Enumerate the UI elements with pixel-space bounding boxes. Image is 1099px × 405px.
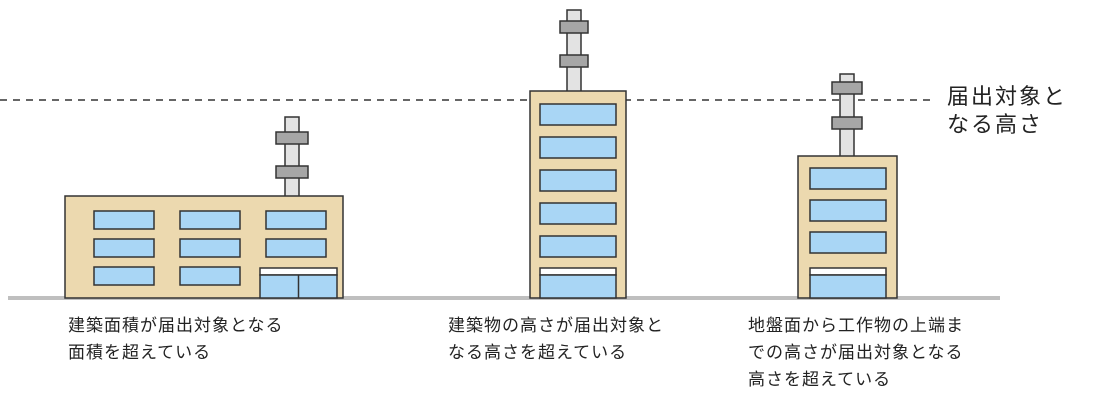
structure-building	[797, 73, 898, 299]
tall-building	[529, 9, 627, 299]
window-column	[809, 167, 887, 254]
window-column	[539, 103, 617, 258]
caption-tall-building: 建築物の高さが届出対象と なる高さを超えている	[448, 316, 664, 363]
caption-structure-building: 地盤面から工作物の上端ま での高さが届出対象となる 高さを超えている	[748, 316, 964, 390]
caption-wide-building: 建築面積が届出対象となる 面積を超えている	[68, 316, 284, 363]
wide-building	[64, 116, 344, 299]
antenna-structure	[831, 73, 863, 158]
antenna-structure	[275, 116, 309, 198]
entrance-door	[539, 267, 617, 299]
entrance-door	[259, 267, 338, 299]
window-grid	[93, 210, 327, 286]
threshold-label: 届出対象と なる高さ	[947, 85, 1068, 138]
entrance-door	[809, 267, 887, 299]
antenna-structure	[559, 9, 589, 93]
